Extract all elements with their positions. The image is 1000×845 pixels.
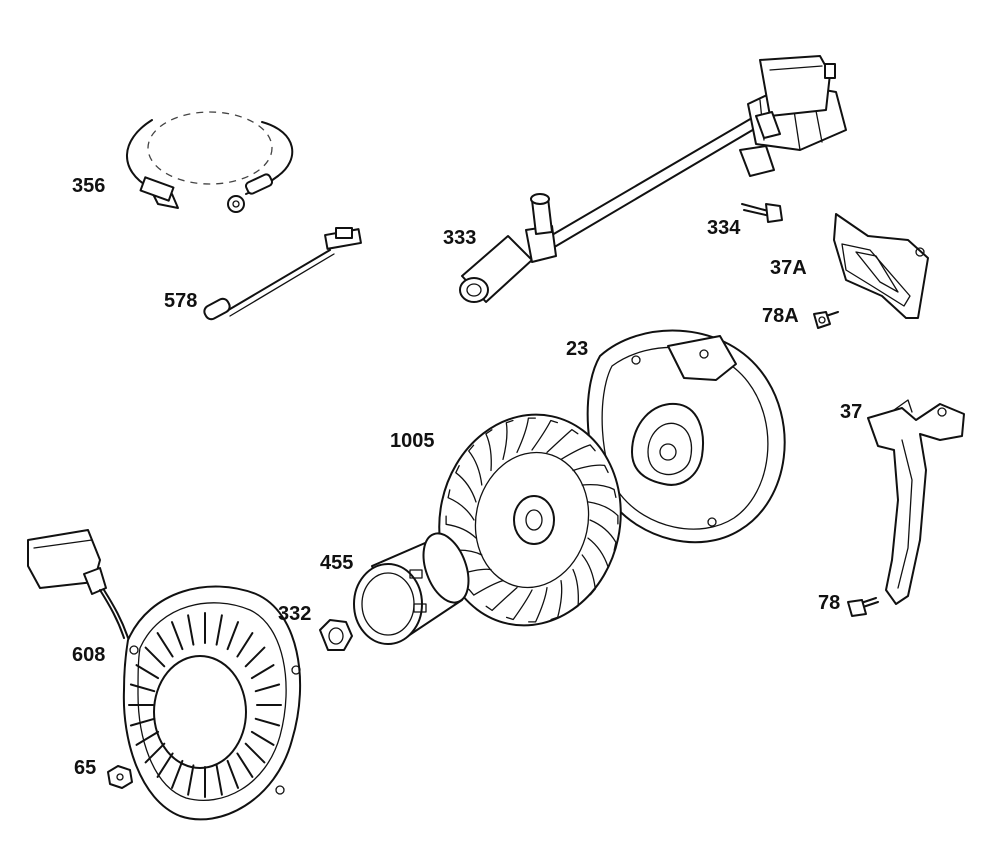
starter-rib: [250, 664, 275, 680]
starter-rib: [226, 759, 239, 789]
flywheel-fins: [445, 417, 619, 623]
starter-rib: [144, 646, 166, 668]
starter-rib: [156, 632, 174, 658]
starter-rib: [250, 730, 275, 746]
flywheel-fin: [560, 444, 596, 461]
part-78A-screw: [813, 311, 839, 329]
label-65: 65: [74, 757, 96, 779]
starter-rib: [254, 717, 281, 727]
part-334-screw: [741, 203, 783, 223]
label-37: 37: [840, 401, 862, 423]
flywheel-fin: [485, 429, 493, 472]
starter-rib: [215, 614, 223, 646]
flywheel-fin: [571, 568, 579, 611]
flywheel-fin: [447, 489, 475, 521]
flywheel-fin: [581, 554, 596, 596]
starter-rib: [171, 759, 184, 789]
flywheel-fin: [455, 465, 477, 503]
flywheel-fin: [528, 586, 548, 623]
part-333-ignition-armature: [459, 55, 847, 303]
part-78-screw: [847, 597, 879, 617]
starter-rib: [129, 717, 156, 727]
flywheel-fin: [468, 579, 504, 596]
label-334: 334: [707, 217, 741, 239]
starter-rib: [215, 764, 223, 796]
starter-rib: [135, 664, 160, 680]
label-608: 608: [72, 644, 105, 666]
starter-rib: [236, 632, 254, 658]
label-23: 23: [566, 338, 588, 360]
part-37A-bracket: [833, 213, 929, 319]
label-356: 356: [72, 175, 105, 197]
flywheel-fin: [485, 586, 518, 612]
flywheel-fin: [445, 515, 477, 539]
starter-rib: [254, 683, 281, 693]
starter-rib: [244, 742, 266, 764]
flywheel-fin: [502, 419, 514, 461]
flywheel-fin: [516, 417, 536, 454]
part-455-starter-cup: [353, 532, 470, 645]
label-332: 332: [278, 603, 311, 625]
part-1005-flywheel: [438, 413, 622, 627]
flywheel-fin: [581, 483, 617, 499]
label-1005: 1005: [390, 430, 435, 452]
flywheel-fin: [589, 519, 617, 551]
starter-ribs: [128, 612, 282, 798]
starter-rib: [135, 730, 160, 746]
starter-rib: [171, 621, 184, 651]
part-578-lead-wire: [203, 227, 362, 321]
starter-rib: [156, 752, 174, 778]
part-356-wire-harness: [126, 111, 294, 213]
starter-rib: [129, 683, 156, 693]
flywheel-fin: [468, 444, 483, 486]
part-65-nut: [107, 765, 133, 789]
label-37A: 37A: [770, 257, 807, 279]
starter-rib: [236, 752, 254, 778]
flywheel-fin: [587, 501, 619, 525]
label-78: 78: [818, 592, 840, 614]
part-608-rewind-starter: [27, 529, 302, 821]
starter-rib: [187, 764, 195, 796]
flywheel-fin: [505, 589, 533, 621]
label-78A: 78A: [762, 305, 799, 327]
part-23-flywheel-housing: [586, 329, 786, 544]
part-37-shield: [867, 399, 965, 605]
flywheel-fin: [531, 419, 559, 451]
label-333: 333: [443, 227, 476, 249]
flywheel-fin: [572, 464, 609, 474]
flywheel-fin: [550, 579, 563, 621]
label-578: 578: [164, 290, 197, 312]
starter-rib: [244, 646, 266, 668]
starter-rib: [144, 742, 166, 764]
starter-rib: [226, 621, 239, 651]
label-455: 455: [320, 552, 353, 574]
part-332-flywheel-nut: [319, 619, 353, 651]
flywheel-fin: [546, 428, 579, 454]
starter-rib: [187, 614, 195, 646]
flywheel-fin: [587, 537, 609, 575]
